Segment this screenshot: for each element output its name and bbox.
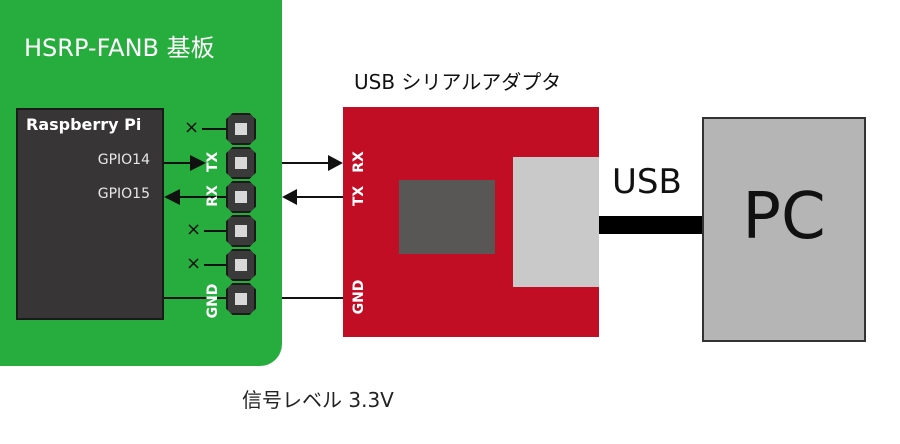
header-rx-label: RX	[205, 185, 221, 207]
header-gnd-label: GND	[205, 283, 221, 319]
header-pin-rx	[226, 181, 256, 213]
board-rx-arrow-icon	[282, 189, 297, 205]
usb-label: USB	[612, 162, 682, 202]
header-pin-tx	[226, 147, 256, 179]
pin-pad	[235, 259, 247, 271]
raspberry-pi-block: GPIO14 GPIO15	[16, 108, 164, 320]
pin-pad	[235, 191, 247, 203]
header-pin-4	[226, 215, 256, 247]
adapter-chip	[399, 180, 495, 254]
gpio15-label: GPIO15	[97, 186, 150, 202]
unused-pin-mark: ×	[184, 117, 200, 138]
gpio14-label: GPIO14	[97, 152, 150, 168]
header-pin-1	[226, 113, 256, 145]
pc-label: PC	[742, 180, 826, 254]
unused-pin-mark: ×	[186, 219, 202, 240]
pin-pad	[235, 293, 247, 305]
header-pin-5	[226, 249, 256, 281]
adapter-title: USB シリアルアダプタ	[354, 70, 562, 94]
adapter-gnd-label: GND	[351, 279, 367, 315]
rx-arrow-icon	[164, 189, 180, 205]
pin-pad	[235, 123, 247, 135]
pin-pad	[235, 157, 247, 169]
board-title: HSRP-FANB 基板	[24, 34, 215, 62]
tx-arrow-icon	[190, 155, 206, 171]
pc-box	[702, 117, 866, 342]
header-pin-gnd	[226, 283, 256, 315]
unused-pin-mark: ×	[186, 253, 202, 274]
pin-pad	[235, 225, 247, 237]
signal-level-note: 信号レベル 3.3V	[242, 388, 394, 412]
raspberry-pi-title: Raspberry Pi	[26, 115, 142, 134]
adapter-usb-port	[513, 157, 599, 287]
usb-cable	[599, 216, 704, 234]
adapter-tx-label: TX	[351, 185, 367, 207]
adapter-rx-arrow-icon	[328, 155, 343, 171]
